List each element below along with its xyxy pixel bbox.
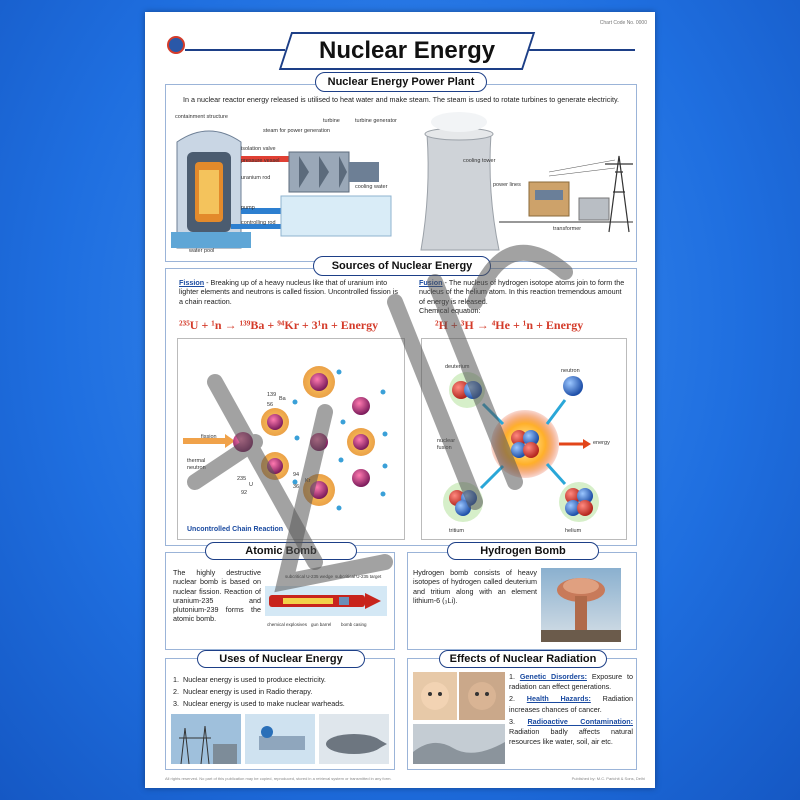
fusion-neutron-label: neutron — [561, 368, 580, 374]
effect-item: 2. Health Hazards: Radiation increases c… — [509, 694, 633, 714]
fusion-text: Fusion - The nucleus of hydrogen isotope… — [419, 278, 625, 315]
publisher-logo — [167, 36, 185, 54]
footer-publisher: Published by: M.C. Parichit & Sons, Delh… — [571, 776, 645, 781]
power-plant-description: In a nuclear reactor energy released is … — [183, 95, 620, 104]
uses-heading: Uses of Nuclear Energy — [197, 650, 365, 668]
effect-item: 1. Genetic Disorders: Exposure to radiat… — [509, 672, 634, 692]
label-controlling-rod: controlling rod — [241, 220, 276, 226]
nuclear-label: nuclear — [437, 438, 456, 444]
mushroom-cloud-image — [541, 568, 621, 642]
label-target: subcritical U-235 target — [335, 574, 382, 579]
power-plant-diagram — [171, 112, 633, 251]
ba-mass: 139 — [267, 392, 277, 398]
use-item: 1. Nuclear energy is used to produce ele… — [173, 675, 326, 684]
use-item: 2. Nuclear energy is used in Radio thera… — [173, 687, 313, 696]
label-water-pool: water pool — [189, 248, 215, 254]
ba-symbol: Ba — [279, 396, 286, 402]
label-isolation-valve: isolation valve — [241, 146, 276, 152]
fission-chain-diagram — [183, 366, 388, 511]
neutron-label: neutron — [187, 465, 206, 471]
label-casing: bomb casing — [341, 622, 367, 627]
label-barrel: gun barrel — [311, 622, 332, 627]
label-containment: containment structure — [175, 114, 228, 120]
atomic-bomb-heading: Atomic Bomb — [205, 542, 357, 560]
tritium-label: tritium — [449, 528, 464, 534]
fusion-equation: ²H + ³H → ⁴He + ¹n + Energy — [435, 318, 584, 332]
u-mass: 235 — [237, 476, 247, 482]
title-rule-right — [525, 49, 635, 51]
label-wedge: subcritical U-235 wedge — [285, 574, 334, 579]
label-turbine-generator: turbine generator — [355, 118, 397, 124]
hydrogen-bomb-heading: Hydrogen Bomb — [447, 542, 599, 560]
use-item: 3. Nuclear energy is used to make nuclea… — [173, 699, 345, 708]
label-cooling-tower: cooling tower — [463, 158, 496, 164]
energy-label: energy — [593, 440, 610, 446]
kr-number: 36 — [293, 484, 300, 490]
power-plant-heading: Nuclear Energy Power Plant — [315, 72, 487, 92]
label-transformer: transformer — [553, 226, 582, 232]
uses-list: 1. Nuclear energy is used to produce ele… — [173, 674, 391, 710]
effects-photos — [413, 672, 505, 764]
title-rule-left — [185, 49, 285, 51]
label-explosives: chemical explosives — [267, 622, 308, 627]
helium-label: helium — [565, 528, 582, 534]
fusion-label: fusion — [437, 445, 452, 451]
uses-photos — [171, 714, 389, 764]
chart-poster: Chart Code No. 0000 Nuclear Energy Nucle… — [145, 12, 655, 788]
catalog-number: Chart Code No. 0000 — [599, 20, 647, 26]
fission-equation: ²³⁵U + ¹n → ¹³⁹Ba + ⁹⁴Kr + 3¹n + Energy — [179, 318, 379, 332]
footer-copyright: All rights reserved. No part of this pub… — [165, 776, 392, 781]
u-symbol: U — [249, 482, 253, 488]
label-power-lines: power lines — [493, 182, 521, 188]
label-cooling-water: cooling water — [355, 184, 388, 190]
fission-label: fission — [201, 434, 217, 440]
label-uranium-rod: uranium rod — [241, 175, 271, 181]
chain-reaction-caption: Uncontrolled Chain Reaction — [187, 526, 284, 533]
kr-mass: 94 — [293, 472, 300, 478]
page-title: Nuclear Energy — [278, 32, 536, 70]
ba-number: 56 — [267, 402, 274, 408]
atomic-bomb-text: The highly destructive nuclear bomb is b… — [173, 568, 261, 624]
thermal-label: thermal — [187, 458, 206, 464]
label-turbine: turbine — [323, 118, 340, 124]
atomic-bomb-diagram — [265, 586, 387, 616]
deuterium-label: deuterium — [445, 364, 470, 370]
label-pump: pump — [241, 205, 255, 211]
sources-heading: Sources of Nuclear Energy — [313, 256, 491, 276]
effects-heading: Effects of Nuclear Radiation — [439, 650, 607, 668]
fission-text: Fission - Breaking up of a heavy nucleus… — [179, 278, 398, 306]
effects-list: 1. Genetic Disorders: Exposure to radiat… — [509, 672, 633, 747]
kr-symbol: Kr — [305, 478, 311, 484]
label-steam: steam for power generation — [263, 128, 330, 134]
hydrogen-bomb-text: Hydrogen bomb consists of heavy isotopes… — [413, 568, 537, 605]
effect-item: 3. Radioactive Contamination: Radiation … — [509, 716, 634, 747]
label-pressure-vessel: pressure vessel — [241, 158, 280, 164]
u-number: 92 — [241, 490, 248, 496]
